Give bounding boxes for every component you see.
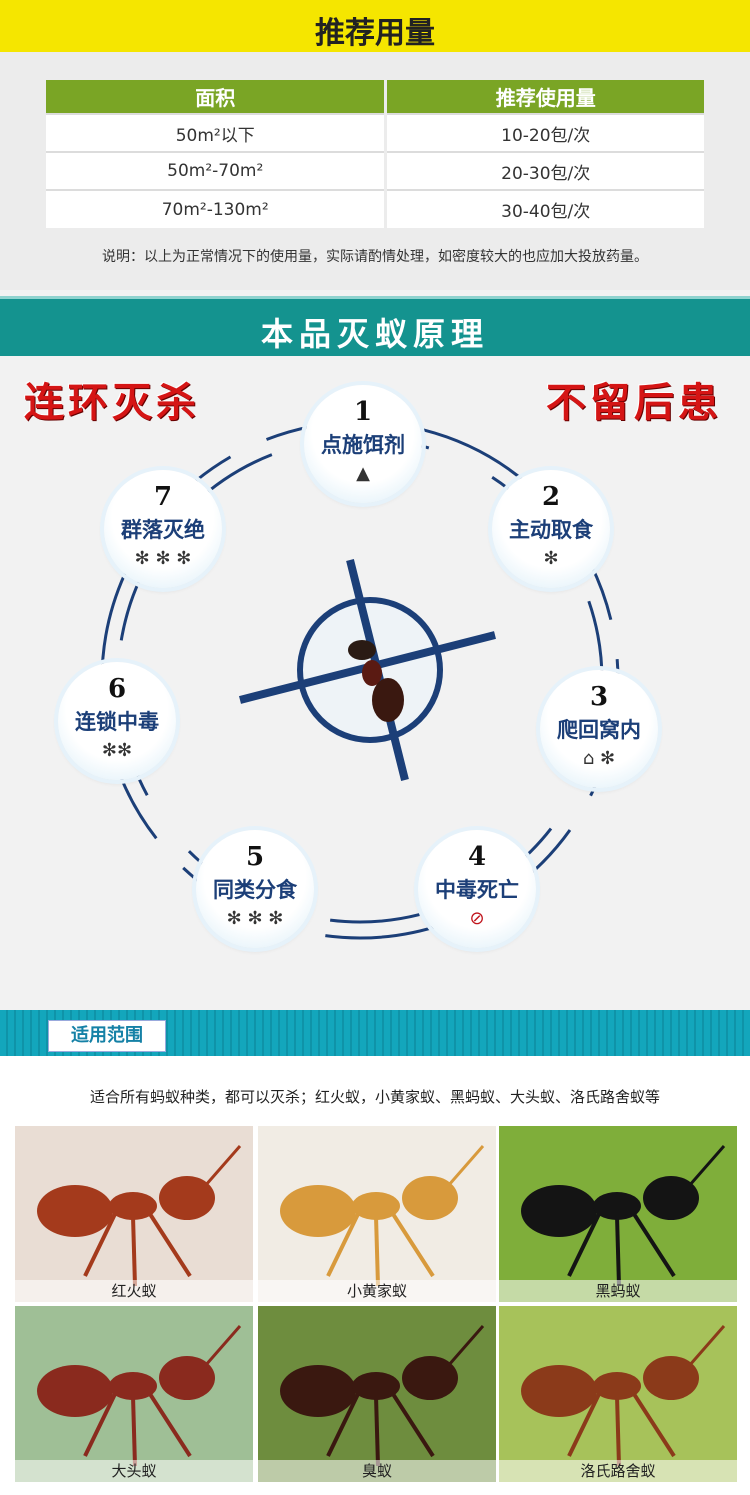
dosage-note: 说明：以上为正常情况下的使用量，实际请酌情处理，如密度较大的也应加大投放药量。: [102, 249, 648, 265]
ant-image-icon: [37, 1145, 242, 1287]
header-amount: 推荐使用量: [385, 80, 704, 114]
step-number: 2: [541, 482, 561, 512]
dosage-header-row: 面积 推荐使用量: [46, 80, 704, 114]
ants-group-icon: ✻ ✻ ✻: [226, 908, 284, 929]
scope-tag: 适用范围: [48, 1020, 166, 1052]
step-6-node: 6 连锁中毒 ✻✻: [58, 662, 176, 780]
ant-image-icon: [521, 1145, 726, 1287]
step-7-node: 7 群落灭绝 ✻ ✻ ✻: [104, 470, 222, 588]
ant-caption: 小黄家蚁: [258, 1280, 496, 1302]
principle-section: 本品灭蚁原理 连环灭杀 不留后患 1 点施饵剂 ▲ 2 主动取食 ✻ 3 爬回窝…: [0, 290, 750, 1010]
table-row: 50m²-70m² 20-30包/次: [46, 151, 704, 190]
step-2-node: 2 主动取食 ✻: [492, 470, 610, 588]
slogan-left: 连环灭杀: [24, 379, 200, 426]
step-3-node: 3 爬回窝内 ⌂ ✻: [540, 670, 658, 788]
table-row: 70m²-130m² 30-40包/次: [46, 189, 704, 228]
slogan-right: 不留后患: [546, 379, 722, 426]
step-5-node: 5 同类分食 ✻ ✻ ✻: [196, 830, 314, 948]
step-number: 7: [153, 482, 173, 512]
target-crosshair-icon: [239, 559, 496, 781]
step-label: 爬回窝内: [557, 718, 641, 742]
scope-section: 适用范围 适合所有蚂蚁种类，都可以灭杀；红火蚁，小黄家蚁、黑蚂蚁、大头蚁、洛氏路…: [0, 1010, 750, 1495]
step-1-node: 1 点施饵剂 ▲: [304, 385, 422, 503]
nest-house-icon: ⌂ ✻: [582, 748, 616, 769]
step-number: 5: [245, 842, 265, 872]
dosage-table: 面积 推荐使用量 50m²以下 10-20包/次 50m²-70m² 20-30…: [46, 80, 704, 228]
ant-image-icon: [521, 1325, 726, 1467]
ant-icon: ✻: [543, 548, 559, 569]
table-row: 50m²以下 10-20包/次: [46, 113, 704, 152]
header-area: 面积: [46, 80, 388, 114]
ant-caption: 大头蚁: [15, 1460, 253, 1482]
amount-cell: 30-40包/次: [385, 189, 704, 228]
step-label: 主动取食: [509, 518, 593, 542]
amount-cell: 10-20包/次: [385, 113, 704, 152]
area-cell: 70m²-130m²: [46, 189, 388, 228]
dosage-section: 推荐用量 面积 推荐使用量 50m²以下 10-20包/次 50m²-70m² …: [0, 0, 750, 290]
ant-photo: 红火蚁: [15, 1126, 253, 1302]
nest-ants-icon: ✻✻: [101, 740, 133, 761]
ant-image-icon: [280, 1145, 485, 1287]
step-number: 3: [589, 682, 609, 712]
ant-photo: 洛氏路舍蚁: [499, 1306, 737, 1482]
area-cell: 50m²以下: [46, 113, 388, 152]
bait-powder-icon: ▲: [356, 463, 370, 484]
step-label: 群落灭绝: [121, 518, 205, 542]
step-label: 点施饵剂: [321, 433, 405, 457]
ant-caption: 黑蚂蚁: [499, 1280, 737, 1302]
step-number: 4: [467, 842, 487, 872]
step-label: 中毒死亡: [435, 878, 519, 902]
area-cell: 50m²-70m²: [46, 151, 388, 190]
scope-banner: 适用范围: [0, 1010, 750, 1056]
dosage-banner: 推荐用量: [0, 0, 750, 52]
ant-image-icon: [280, 1325, 485, 1467]
principle-banner: 本品灭蚁原理: [0, 296, 750, 356]
step-4-node: 4 中毒死亡 ⊘: [418, 830, 536, 948]
step-number: 6: [107, 674, 127, 704]
step-label: 连锁中毒: [75, 710, 159, 734]
amount-cell: 20-30包/次: [385, 151, 704, 190]
principle-title: 本品灭蚁原理: [260, 315, 489, 353]
ant-caption: 红火蚁: [15, 1280, 253, 1302]
ant-photo: 黑蚂蚁: [499, 1126, 737, 1302]
ant-photo: 臭蚁: [258, 1306, 496, 1482]
ant-caption: 臭蚁: [258, 1460, 496, 1482]
ant-photo: 小黄家蚁: [258, 1126, 496, 1302]
ant-image-icon: [37, 1325, 242, 1467]
ant-photo: 大头蚁: [15, 1306, 253, 1482]
colony-icon: ✻ ✻ ✻: [134, 548, 192, 569]
dead-ant-icon: ⊘: [469, 908, 485, 929]
ant-caption: 洛氏路舍蚁: [499, 1460, 737, 1482]
dosage-title: 推荐用量: [315, 16, 435, 51]
step-number: 1: [353, 397, 373, 427]
step-label: 同类分食: [213, 878, 297, 902]
scope-description: 适合所有蚂蚁种类，都可以灭杀；红火蚁，小黄家蚁、黑蚂蚁、大头蚁、洛氏路舍蚁等: [89, 1088, 660, 1106]
